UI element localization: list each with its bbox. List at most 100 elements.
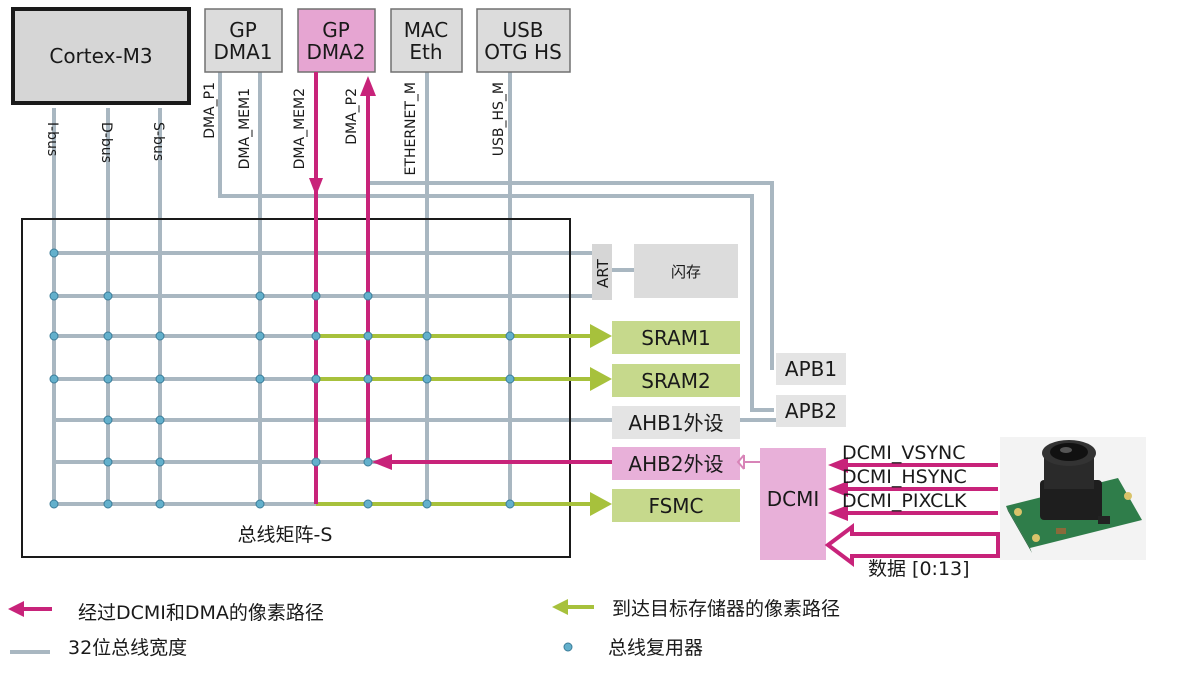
svg-text:MAC: MAC	[404, 18, 449, 42]
svg-text:到达目标存储器的像素路径: 到达目标存储器的像素路径	[612, 598, 840, 620]
svg-text:闪存: 闪存	[671, 263, 701, 281]
magenta-paths	[309, 72, 612, 504]
apb2-box: APB2	[776, 395, 846, 427]
bus-mux-dot	[103, 415, 113, 425]
mac-eth-box: MAC Eth	[390, 8, 463, 73]
green-paths	[316, 324, 612, 516]
cortex-m3-box: Cortex-M3	[11, 7, 191, 105]
bus-multiplexers	[49, 248, 515, 509]
art-box: ART	[592, 244, 612, 300]
svg-text:APB2: APB2	[785, 399, 837, 423]
bus-mux-dot	[311, 374, 321, 384]
ethernet-m-label: ETHERNET_M	[403, 82, 419, 175]
camera-module-image	[1000, 437, 1146, 560]
svg-text:总线复用器: 总线复用器	[608, 637, 703, 659]
bus-mux-dot	[49, 291, 59, 301]
bus-mux-dot	[505, 499, 515, 509]
usb-otg-hs-box: USB OTG HS	[476, 8, 571, 73]
bus-mux-dot	[505, 374, 515, 384]
dcmi-to-ahb2-arrow	[736, 454, 760, 470]
i-bus-label: I-bus	[44, 122, 60, 156]
dcmi-signal-arrows	[824, 457, 1000, 567]
ahb2-box: AHB2外设	[612, 447, 740, 480]
bus-mux-dot	[155, 331, 165, 341]
svg-text:AHB1外设: AHB1外设	[628, 411, 723, 435]
legend: 经过DCMI和DMA的像素路径 32位总线宽度 到达目标存储器的像素路径 总线复…	[8, 598, 840, 659]
bus-mux-dot	[255, 291, 265, 301]
dcmi-data-label: 数据 [0:13]	[868, 558, 970, 580]
dcmi-box: DCMI	[760, 448, 826, 560]
svg-text:USB: USB	[502, 18, 543, 42]
bus-mux-dot	[255, 331, 265, 341]
dma-mem2-label: DMA_MEM2	[292, 88, 308, 169]
bus-mux-dot	[255, 499, 265, 509]
sram1-box: SRAM1	[612, 321, 740, 354]
bus-mux-dot	[49, 374, 59, 384]
dma-mem1-label: DMA_MEM1	[237, 88, 253, 169]
bus-mux-dot	[422, 499, 432, 509]
dma-p2-label: DMA_P2	[344, 88, 360, 145]
bus-mux-dot	[311, 457, 321, 467]
svg-text:FSMC: FSMC	[648, 494, 703, 518]
legend-green-path: 到达目标存储器的像素路径	[552, 598, 840, 620]
svg-text:Eth: Eth	[409, 40, 442, 64]
svg-text:GP: GP	[322, 18, 350, 42]
fsmc-box: FSMC	[612, 489, 740, 522]
bus-mux-dot	[363, 374, 373, 384]
bus-mux-dot	[422, 331, 432, 341]
bus-mux-dot	[255, 374, 265, 384]
svg-text:AHB2外设: AHB2外设	[628, 452, 723, 476]
bus-labels: I-bus D-bus S-bus DMA_P1 DMA_MEM1 DMA_ME…	[44, 82, 507, 175]
bus-mux-dot	[363, 331, 373, 341]
svg-text:ART: ART	[594, 258, 612, 288]
dcmi-vsync-label: DCMI_VSYNC	[842, 442, 966, 464]
bus-mux-dot	[49, 499, 59, 509]
bus-mux-dot	[103, 457, 113, 467]
svg-text:OTG HS: OTG HS	[484, 40, 562, 64]
bus-mux-dot	[155, 374, 165, 384]
s-bus-label: S-bus	[150, 122, 166, 161]
gp-dma2-box: GP DMA2	[297, 8, 376, 73]
gp-dma1-box: GP DMA1	[204, 8, 283, 73]
d-bus-label: D-bus	[98, 122, 114, 163]
svg-text:DMA2: DMA2	[306, 40, 365, 64]
dcmi-pixclk-label: DCMI_PIXCLK	[842, 490, 967, 512]
bus-matrix-label: 总线矩阵-S	[238, 524, 333, 546]
svg-text:SRAM2: SRAM2	[641, 369, 710, 393]
bus-mux-dot	[363, 499, 373, 509]
legend-bus-width: 32位总线宽度	[10, 637, 187, 659]
bus-mux-dot	[311, 331, 321, 341]
apb1-box: APB1	[776, 353, 846, 385]
bus-mux-dot	[155, 499, 165, 509]
bus-mux-dot	[363, 457, 373, 467]
bus-mux-dot	[49, 248, 59, 258]
bus-mux-dot	[103, 499, 113, 509]
dcmi-hsync-label: DCMI_HSYNC	[842, 466, 967, 488]
bus-mux-dot	[505, 331, 515, 341]
bus-mux-dot	[49, 331, 59, 341]
bus-lines	[52, 72, 780, 506]
svg-text:APB1: APB1	[785, 357, 837, 381]
bus-mux-dot	[103, 374, 113, 384]
bus-mux-dot	[155, 415, 165, 425]
bus-mux-dot	[103, 331, 113, 341]
bus-mux-dot	[311, 291, 321, 301]
usb-hs-m-label: USB_HS_M	[491, 82, 507, 156]
bus-matrix-frame	[21, 218, 571, 558]
bus-mux-dot	[103, 291, 113, 301]
dma-p1-label: DMA_P1	[202, 82, 218, 139]
svg-text:DCMI: DCMI	[767, 487, 820, 511]
svg-text:DMA1: DMA1	[213, 40, 272, 64]
bus-mux-dot	[363, 291, 373, 301]
legend-mux: 总线复用器	[563, 637, 703, 659]
ahb1-box: AHB1外设	[612, 406, 740, 439]
legend-magenta-path: 经过DCMI和DMA的像素路径	[8, 601, 324, 624]
bus-mux-dot	[422, 374, 432, 384]
svg-text:SRAM1: SRAM1	[641, 326, 710, 350]
svg-text:经过DCMI和DMA的像素路径: 经过DCMI和DMA的像素路径	[78, 602, 324, 624]
svg-text:32位总线宽度: 32位总线宽度	[68, 637, 187, 659]
bus-mux-dot	[155, 457, 165, 467]
sram2-box: SRAM2	[612, 364, 740, 397]
svg-text:GP: GP	[229, 18, 257, 42]
